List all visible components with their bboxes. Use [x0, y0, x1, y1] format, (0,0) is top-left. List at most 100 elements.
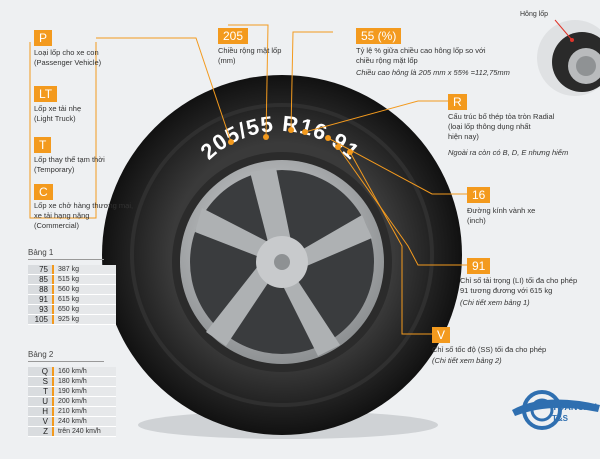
- table1-value: 615 kg: [54, 294, 116, 305]
- table-row-marker: [52, 274, 54, 285]
- tire-sidewall: [130, 103, 434, 407]
- table2-value: 190 km/h: [54, 386, 116, 397]
- desc-r-line1: Cấu trúc bố thép tỏa tròn Radial: [448, 112, 555, 121]
- desc-v-line1: Chỉ số tốc độ (SS) tối đa cho phép: [432, 345, 547, 354]
- table-row-marker: [52, 426, 54, 437]
- table1-key: 88: [28, 284, 52, 295]
- left-bracket: [29, 42, 97, 219]
- logo-brand: TOANCAU: [552, 402, 597, 412]
- badge-205: 205: [218, 28, 249, 44]
- table-row-marker: [52, 367, 54, 377]
- desc-c-line2: xe tải hạng nặng: [34, 211, 90, 220]
- table-row-marker: [52, 304, 54, 315]
- desc-55-note: Chiều cao hông là 205 mm x 55% =112,75mm: [356, 68, 510, 77]
- desc-c-line1: Lốp xe chở hàng thương mại,: [34, 201, 134, 210]
- desc-p-line1: Loại lốp cho xe con: [34, 48, 99, 57]
- table1-key: 85: [28, 274, 52, 285]
- table2-value: 160 km/h: [54, 367, 116, 377]
- table1-value: 650 kg: [54, 304, 116, 315]
- table2-value: trên 240 km/h: [54, 426, 116, 437]
- desc-55-line2: chiều rộng mặt lốp: [356, 56, 418, 65]
- desc-p-line2: (Passenger Vehicle): [34, 58, 102, 67]
- desc-91-line2: 91 tương đương với 615 kg: [460, 286, 553, 295]
- table2-value: 210 km/h: [54, 406, 116, 417]
- desc-r-note: Ngoài ra còn có B, D, E nhưng hiếm: [448, 148, 569, 157]
- desc-v-note: (Chi tiết xem bảng 2): [432, 356, 502, 365]
- table2-value: 240 km/h: [54, 416, 116, 427]
- table2-title: Bảng 2: [28, 350, 54, 359]
- desc-r-line3: hiện nay): [448, 132, 479, 141]
- leader-lines: [96, 24, 467, 335]
- badge-c: C: [34, 184, 53, 200]
- badge-lt: LT: [34, 86, 58, 102]
- table2-rule: [28, 361, 104, 362]
- table-row-marker: [52, 294, 54, 305]
- table1-value: 515 kg: [54, 274, 116, 285]
- table2-key: U: [28, 396, 52, 407]
- desc-r-line2: (loại lốp thông dụng nhất: [448, 122, 531, 131]
- desc-t-line1: Lốp thay thế tạm thời: [34, 155, 105, 164]
- table2-key: Z: [28, 426, 52, 437]
- desc-91-line1: Chỉ số tải trọng (LI) tối đa cho phép: [460, 276, 578, 285]
- leader-dots: [228, 127, 353, 155]
- desc-t-line2: (Temporary): [34, 165, 75, 174]
- table-row-marker: [52, 396, 54, 407]
- table-row-marker: [52, 314, 54, 325]
- badge-55: 55 (%): [356, 28, 402, 44]
- desc-lt-line2: (Light Truck): [34, 114, 76, 123]
- badge-p: P: [34, 30, 53, 46]
- rim-spokes: [195, 168, 372, 356]
- table2-value: 180 km/h: [54, 376, 116, 387]
- table2-key: Q: [28, 367, 52, 377]
- badge-16: 16: [467, 187, 491, 203]
- badge-91: 91: [467, 258, 491, 274]
- desc-205-line1: Chiều rộng mặt lốp: [218, 46, 282, 55]
- sidewall-inset: [537, 19, 600, 96]
- table2-key: H: [28, 406, 52, 417]
- logo-sub: T&S: [552, 414, 568, 423]
- badge-t: T: [34, 137, 52, 153]
- desc-lt-line1: Lốp xe tải nhẹ: [34, 104, 82, 113]
- table-row-marker: [52, 386, 54, 397]
- desc-16-line1: Đường kính vành xe: [467, 206, 536, 215]
- table-row-marker: [52, 284, 54, 295]
- table-row-marker: [52, 376, 54, 387]
- rim-center: [274, 254, 290, 270]
- desc-91-note: (Chi tiết xem bảng 1): [460, 298, 530, 307]
- table1-rule: [28, 259, 104, 260]
- table2-key: T: [28, 386, 52, 397]
- table1-key: 75: [28, 265, 52, 275]
- table1-value: 387 kg: [54, 265, 116, 275]
- table1-value: 560 kg: [54, 284, 116, 295]
- desc-55-line1: Tỷ lệ % giữa chiều cao hông lốp so với: [356, 46, 486, 55]
- table1-key: 93: [28, 304, 52, 315]
- table1-key: 91: [28, 294, 52, 305]
- table1-title: Bảng 1: [28, 248, 54, 257]
- badge-v: V: [432, 327, 451, 343]
- sidewall-label: Hông lốp: [520, 11, 549, 18]
- table2-key: S: [28, 376, 52, 387]
- table1-value: 925 kg: [54, 314, 116, 325]
- table2-value: 200 km/h: [54, 396, 116, 407]
- table1-key: 105: [28, 314, 52, 325]
- desc-205-line2: (mm): [218, 56, 236, 65]
- desc-16-line2: (inch): [467, 216, 486, 225]
- badge-r: R: [448, 94, 467, 110]
- logo-mark: [512, 390, 600, 430]
